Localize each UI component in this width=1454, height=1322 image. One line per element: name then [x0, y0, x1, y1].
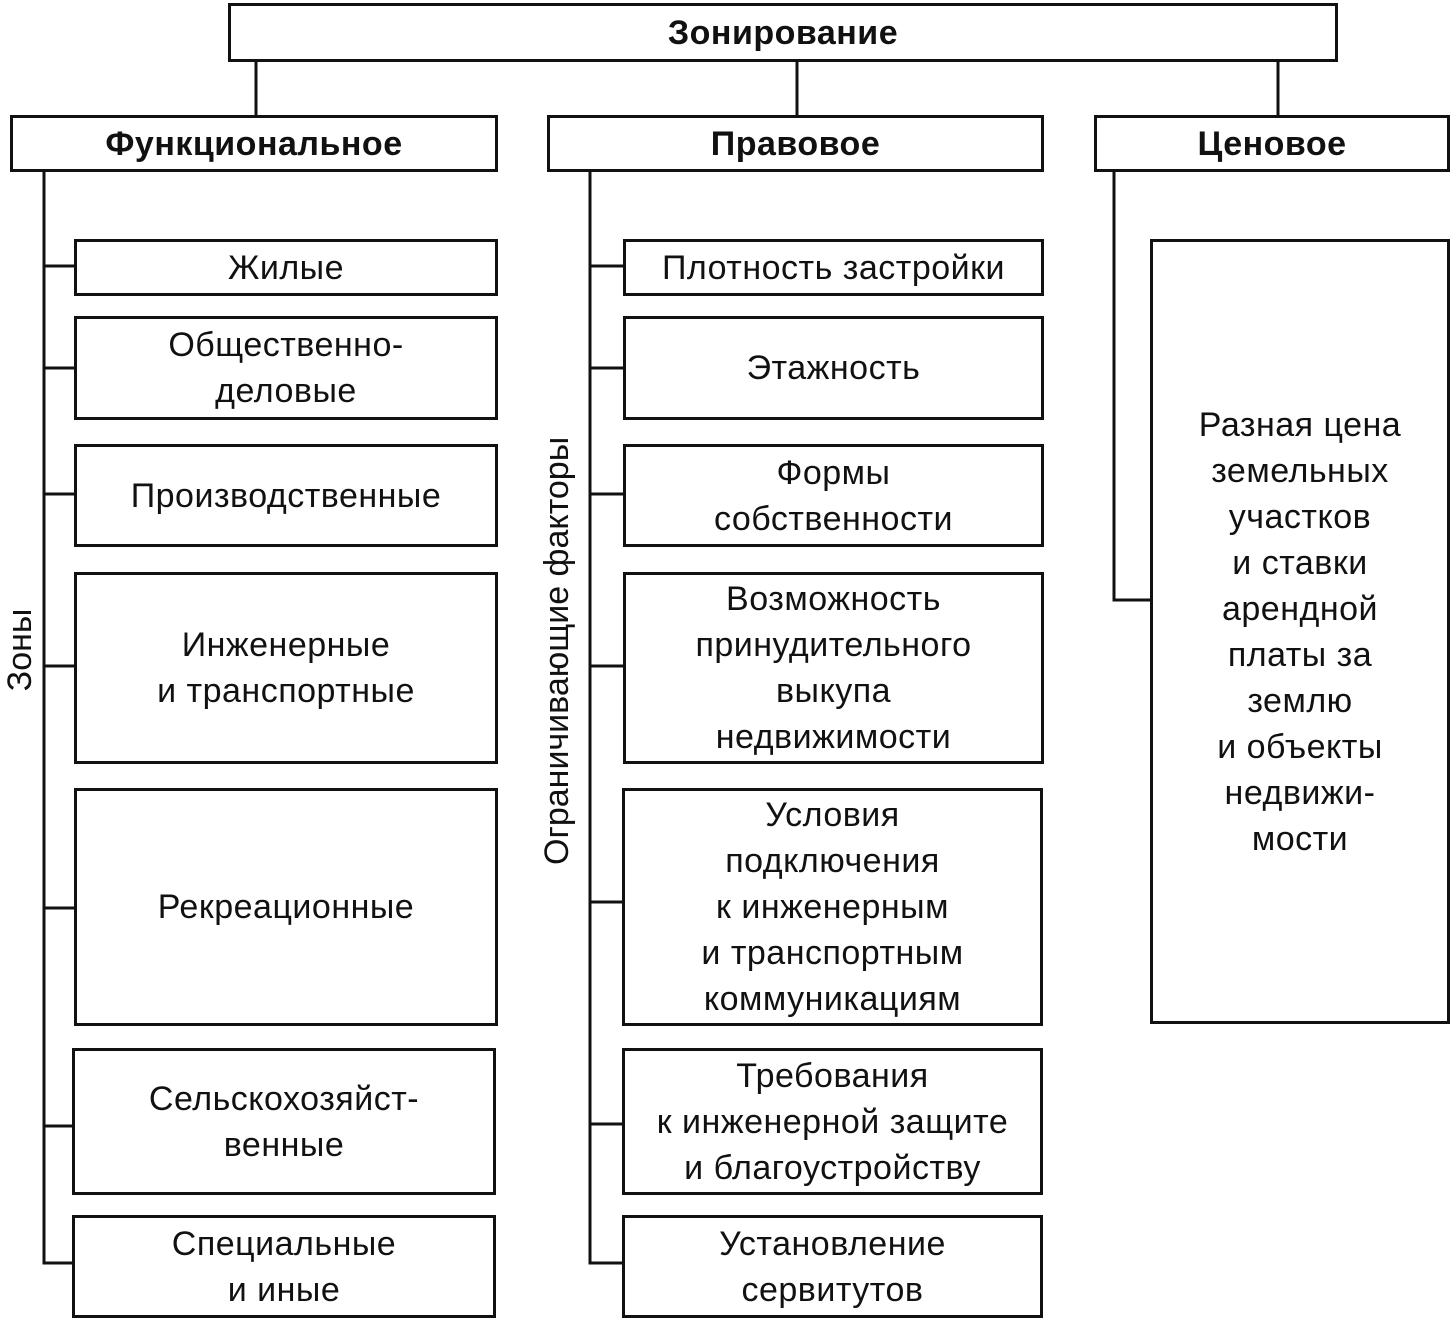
- legal-item: Условия подключения к инженерным и транс…: [622, 788, 1043, 1026]
- category-price: Ценовое: [1094, 115, 1450, 172]
- legal-item: Установление сервитутов: [622, 1215, 1043, 1318]
- functional-item: Жилые: [74, 239, 498, 296]
- functional-item: Инженерные и транспортные: [74, 572, 498, 764]
- functional-item: Специальные и иные: [72, 1215, 496, 1318]
- price-item: Разная цена земельных участков и ставки …: [1150, 239, 1450, 1024]
- legal-item: Этажность: [623, 316, 1044, 420]
- functional-item: Производственные: [74, 444, 498, 547]
- functional-item: Общественно- деловые: [74, 316, 498, 420]
- legal-item: Возможность принудительного выкупа недви…: [623, 572, 1044, 764]
- functional-item: Рекреационные: [74, 788, 498, 1026]
- legal-item: Формы собственности: [623, 444, 1044, 547]
- legal-item: Плотность застройки: [623, 239, 1044, 296]
- root-box: Зонирование: [228, 3, 1338, 62]
- category-functional: Функциональное: [10, 115, 498, 172]
- legal-item: Требования к инженерной защите и благоус…: [622, 1048, 1043, 1195]
- side-label-zones: Зоны: [1, 608, 39, 692]
- category-legal: Правовое: [547, 115, 1044, 172]
- functional-item: Сельскохозяйст- венные: [72, 1048, 496, 1195]
- side-label-limiting-factors: Ограничивающие факторы: [538, 436, 576, 865]
